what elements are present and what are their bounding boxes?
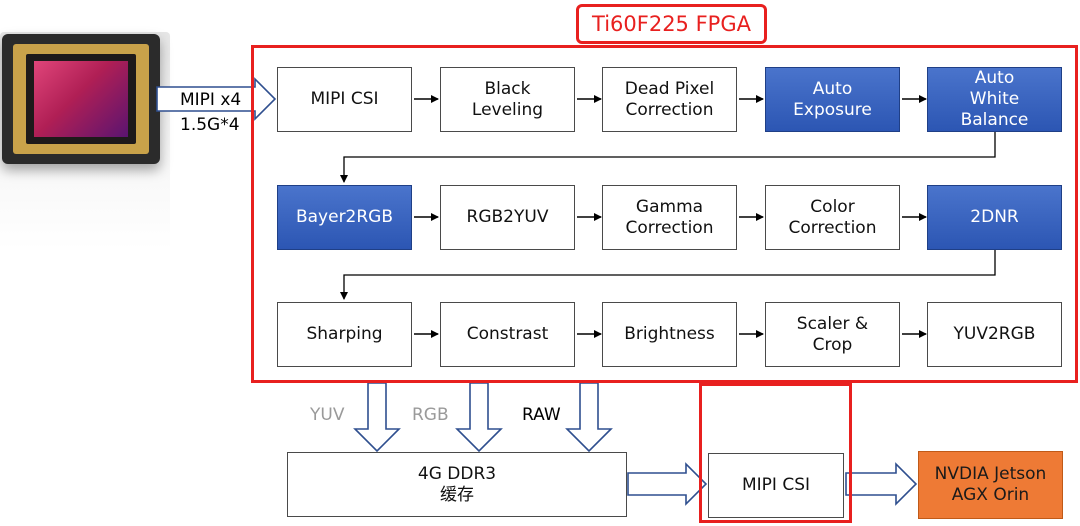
block-scaler-crop: Scaler & Crop — [765, 302, 900, 367]
block-bayer2rgb: Bayer2RGB — [277, 185, 412, 250]
fpga-mipi-boundary — [699, 383, 852, 523]
block-auto-white-balance: Auto White Balance — [927, 67, 1062, 132]
block-dead-pixel-correction: Dead Pixel Correction — [602, 67, 737, 132]
sensor-input-block-arrow — [156, 77, 277, 121]
mipi-lanes-label: MIPI x4 — [180, 90, 242, 110]
yuv-bus-block-arrow — [353, 382, 401, 453]
bus-label-yuv: YUV — [310, 405, 345, 425]
block-yuv2rgb: YUV2RGB — [927, 302, 1062, 367]
image-sensor-chip-icon — [2, 34, 160, 164]
block-auto-exposure: Auto Exposure — [765, 67, 900, 132]
block-mipi-csi-out: MIPI CSI — [708, 453, 844, 518]
bus-label-rgb: RGB — [412, 405, 449, 425]
block-mipi-csi-in: MIPI CSI — [277, 67, 412, 132]
block-jetson-agx-orin: NVDIA Jetson AGX Orin — [918, 451, 1063, 519]
block-constrast: Constrast — [440, 302, 575, 367]
wrap-arrow-row2-row3 — [340, 250, 996, 300]
mipi-to-host-block-arrow — [845, 462, 918, 506]
block-sharping: Sharping — [277, 302, 412, 367]
mipi-rate-label: 1.5G*4 — [180, 115, 240, 135]
fpga-title: Ti60F225 FPGA — [576, 4, 767, 44]
sensor-pixel-array — [34, 61, 128, 137]
block-rgb2yuv: RGB2YUV — [440, 185, 575, 250]
fpga-boundary — [251, 45, 1078, 383]
block-color-correction: Color Correction — [765, 185, 900, 250]
rgb-bus-block-arrow — [455, 382, 503, 453]
raw-bus-block-arrow — [565, 382, 613, 453]
block-black-leveling: Black Leveling — [440, 67, 575, 132]
block-2dnr: 2DNR — [927, 185, 1062, 250]
block-gamma-correction: Gamma Correction — [602, 185, 737, 250]
block-brightness: Brightness — [602, 302, 737, 367]
block-ddr3-buffer: 4G DDR3 缓存 — [287, 452, 627, 517]
ddr-to-mipi-block-arrow — [627, 462, 708, 506]
wrap-arrow-row1-row2 — [340, 132, 996, 183]
bus-label-raw: RAW — [522, 405, 561, 425]
